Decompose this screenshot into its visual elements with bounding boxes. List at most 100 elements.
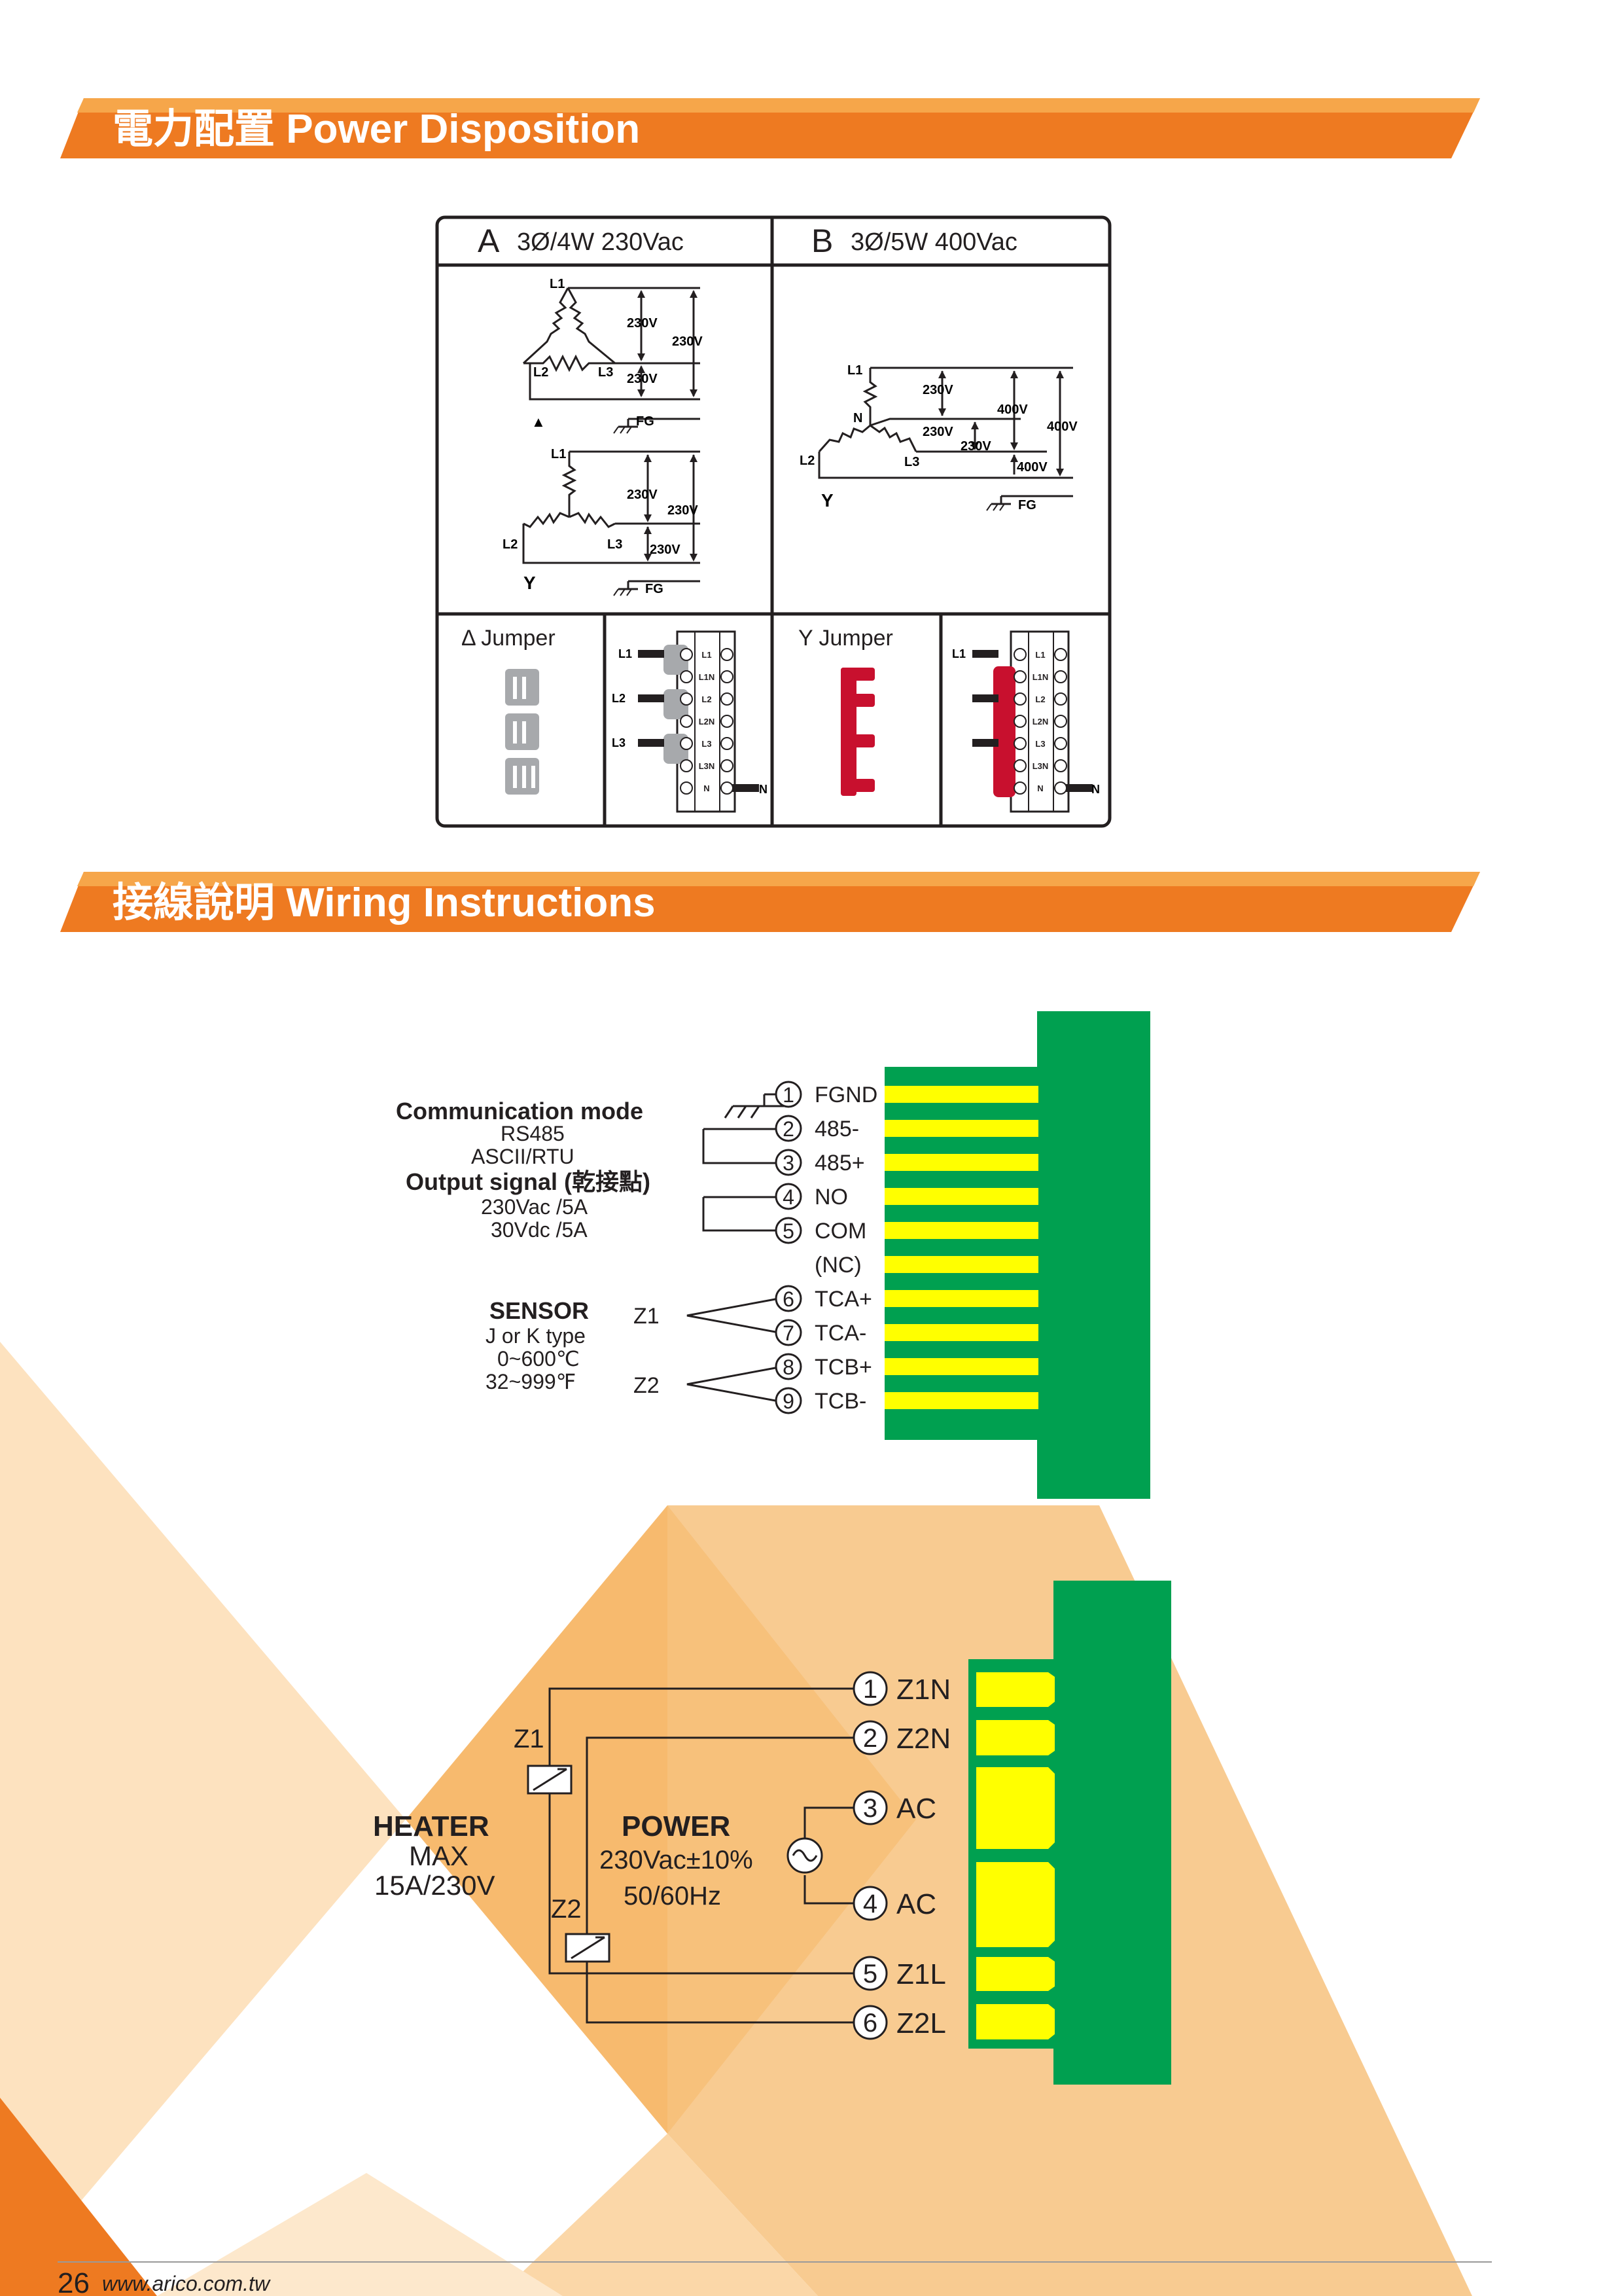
heater-line1: MAX — [409, 1840, 468, 1871]
y-screw-right — [1054, 759, 1067, 772]
signal-pin-bar — [885, 1256, 1038, 1273]
y-screw-left — [1014, 737, 1027, 750]
y-screw-left — [1014, 692, 1027, 706]
signal-pin-bar — [885, 1120, 1038, 1137]
y-jumper-title: Y Jumper — [798, 626, 893, 651]
signal-pin-number: 2 — [783, 1117, 794, 1141]
page-number: 26 — [58, 2267, 90, 2296]
signal-pin-number: 6 — [783, 1287, 794, 1311]
y-terminal-label: L2 — [1035, 694, 1045, 704]
y-screw-right — [1054, 648, 1067, 661]
power-pin-label: Z2N — [896, 1723, 951, 1755]
y-screw-right — [1054, 715, 1067, 728]
ya-l1: L1 — [551, 447, 566, 461]
delta-v2: 230V — [672, 334, 703, 349]
dj-n: N — [759, 783, 768, 796]
output-title: Output signal (乾接點) — [406, 1168, 650, 1195]
signal-pin-number-circle — [775, 1387, 802, 1414]
power-pin-label: Z1L — [896, 1958, 946, 1990]
signal-pin-bar — [885, 1392, 1038, 1409]
col-a-title: 3Ø/4W 230Vac — [517, 228, 684, 256]
footer-url: www.arico.com.tw — [102, 2272, 271, 2295]
signal-pin-label: NO — [815, 1185, 848, 1210]
signal-pin-number: 8 — [783, 1355, 794, 1379]
ya-l3: L3 — [607, 537, 622, 552]
y-screw-right — [1054, 737, 1067, 750]
output-line1: 230Vac /5A — [481, 1195, 588, 1219]
yb-v6: 400V — [1017, 460, 1048, 475]
power-pin-number: 3 — [863, 1794, 877, 1823]
signal-pin-label: 485- — [815, 1117, 859, 1141]
sensor-line1: J or K type — [485, 1324, 586, 1348]
signal-labels: Communication mode RS485 ASCII/RTU Outpu… — [396, 1098, 660, 1398]
power-pin-number: 1 — [863, 1675, 877, 1704]
delta-terminal-label: L1N — [699, 672, 715, 682]
background-decoration — [0, 1342, 1472, 2296]
power-section-title: 電力配置 Power Disposition — [113, 107, 640, 152]
signal-pin-label: FGND — [815, 1083, 877, 1107]
signal-pin-label: TCB+ — [815, 1355, 872, 1380]
sensor-z2: Z2 — [633, 1373, 660, 1398]
signal-pin-number-circle — [775, 1353, 802, 1380]
delta-screw-right — [720, 781, 733, 795]
delta-terminal-label: L2N — [699, 717, 715, 726]
section-header-wiring: 接線說明 Wiring Instructions — [60, 872, 1480, 932]
yb-l3: L3 — [904, 455, 919, 469]
ya-v1: 230V — [627, 488, 658, 502]
sensor-title: SENSOR — [489, 1297, 589, 1324]
yj-l1: L1 — [952, 647, 966, 660]
footer: 26 www.arico.com.tw — [58, 2261, 1492, 2296]
power-pin-number: 2 — [863, 1724, 877, 1753]
delta-screw-right — [720, 759, 733, 772]
signal-pin-bar — [885, 1154, 1038, 1171]
power-line1: 230Vac±10% — [599, 1846, 753, 1874]
col-a-letter: A — [478, 223, 500, 259]
signal-pin-number: 7 — [783, 1321, 794, 1345]
power-pin-label: AC — [896, 1888, 936, 1920]
delta-screw-left — [680, 648, 693, 661]
comm-line1: RS485 — [501, 1122, 565, 1145]
y-terminal-label: L3 — [1035, 739, 1045, 749]
signal-pin-bar — [885, 1222, 1038, 1239]
wiring-section-title: 接線說明 Wiring Instructions — [113, 880, 656, 925]
delta-jumper-title: Δ Jumper — [461, 626, 556, 651]
heater-line2: 15A/230V — [374, 1870, 495, 1901]
ya-v2: 230V — [667, 503, 698, 518]
delta-terminal-label: L3N — [699, 761, 715, 771]
signal-pin-number-circle — [775, 1115, 802, 1142]
dj-l3: L3 — [612, 736, 626, 749]
delta-l2: L2 — [533, 365, 548, 380]
y-diagram-a: L1 L2 L3 230V 230V 230V FG Y — [503, 447, 700, 596]
signal-pin-number-circle — [775, 1081, 802, 1108]
signal-pin-number-circle — [775, 1183, 802, 1210]
y-terminal-label: L3N — [1033, 761, 1049, 771]
yb-l2: L2 — [800, 454, 815, 468]
delta-terminal-label: N — [703, 783, 709, 793]
sensor-z1: Z1 — [633, 1304, 660, 1329]
power-pin-number: 4 — [863, 1890, 877, 1918]
delta-screw-left — [680, 781, 693, 795]
delta-terminal-label: L2 — [701, 694, 711, 704]
y-terminal-label: N — [1037, 783, 1043, 793]
y-screw-left — [1014, 670, 1027, 683]
power-wiring-lines — [527, 1687, 854, 2024]
signal-pin-bar — [885, 1324, 1038, 1341]
delta-terminal-label: L3 — [701, 739, 711, 749]
delta-symbol: ▲ — [531, 414, 546, 430]
heater-z2: Z2 — [551, 1895, 582, 1924]
delta-jumper-graphic — [505, 669, 539, 795]
delta-l3: L3 — [598, 365, 613, 380]
y-terminal-label: L2N — [1033, 717, 1049, 726]
yb-v4: 400V — [997, 403, 1028, 417]
signal-pin-number-circle — [775, 1319, 802, 1346]
power-pin-number-circle — [853, 2005, 888, 2040]
signal-pin-bar — [885, 1290, 1038, 1307]
signal-pin-bar — [885, 1358, 1038, 1375]
ya-l2: L2 — [503, 537, 518, 552]
delta-screw-left — [680, 670, 693, 683]
